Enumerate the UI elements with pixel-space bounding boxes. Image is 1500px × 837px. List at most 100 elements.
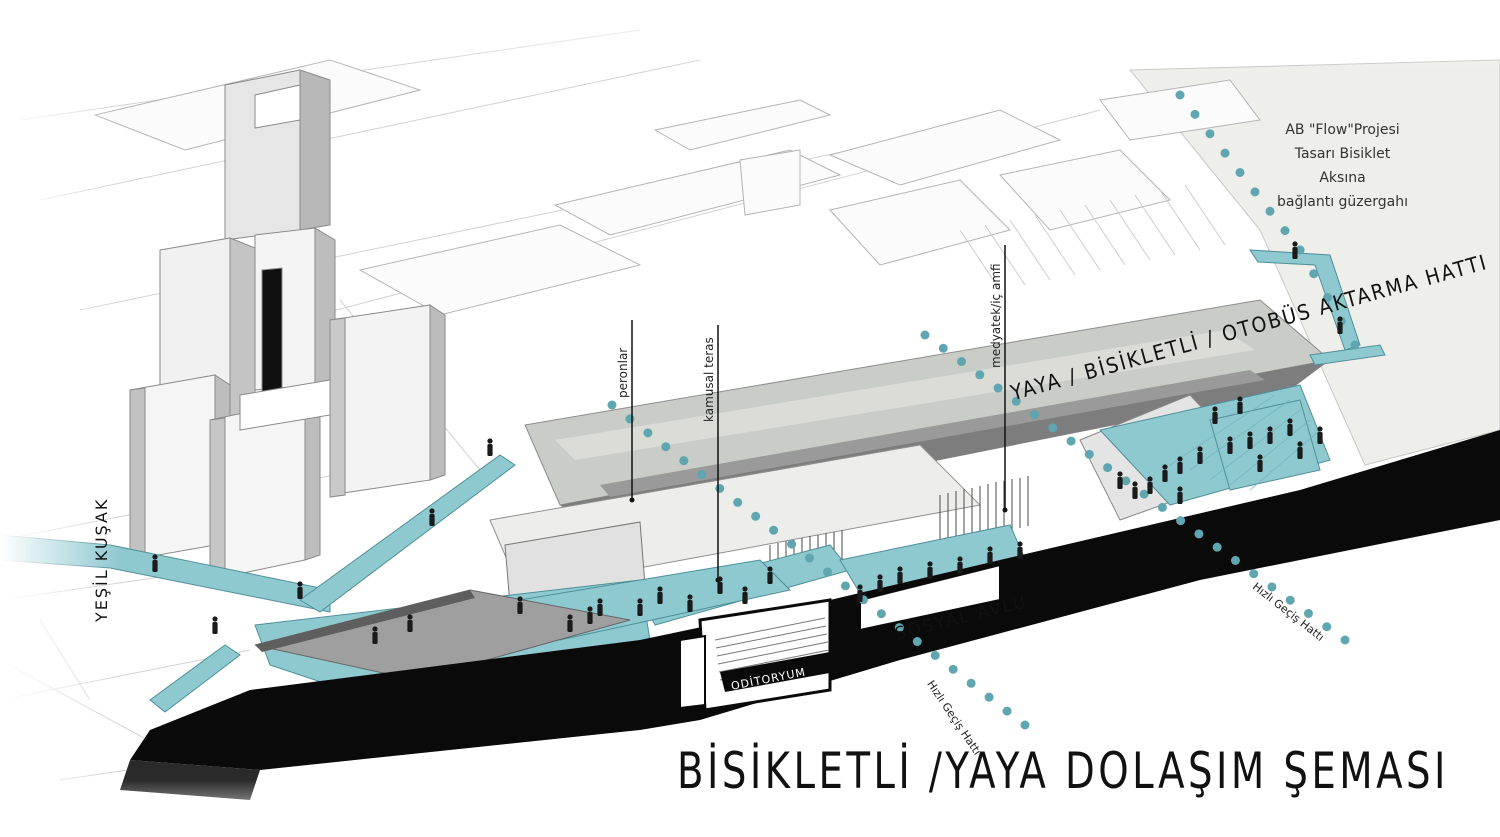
path-dot [930, 650, 940, 660]
path-dot [769, 525, 779, 535]
pedestrian-body [717, 582, 723, 594]
auditorium-label-plate [720, 652, 835, 692]
pedestrian-body [1147, 482, 1153, 494]
walkway-grid [1169, 394, 1319, 491]
pedestrian-head [957, 556, 963, 562]
path-dot [1002, 706, 1012, 716]
pedestrian-head [687, 594, 693, 600]
pedestrian-head [1337, 316, 1343, 322]
pedestrian-body [1317, 432, 1323, 444]
pedestrian-body [927, 567, 933, 579]
path-dot [661, 442, 671, 452]
pedestrian-body [1227, 442, 1233, 454]
path-dot [912, 637, 922, 647]
pedestrian-head [897, 566, 903, 572]
pedestrian-head [1017, 541, 1023, 547]
pedestrian-body [517, 602, 523, 614]
pedestrian-body [957, 562, 963, 574]
path-dot [1303, 608, 1313, 618]
pedestrian-body [742, 592, 748, 604]
pedestrian-body [1292, 247, 1298, 259]
pedestrian-head [1177, 456, 1183, 462]
pedestrian-head [637, 598, 643, 604]
path-dot [1175, 90, 1185, 100]
path-dot [697, 470, 707, 480]
path-dot [1322, 622, 1332, 632]
path-dot [822, 567, 832, 577]
path-dot [1350, 340, 1360, 350]
pedestrian-head [1177, 486, 1183, 492]
path-dot [1157, 502, 1167, 512]
pedestrian-body [429, 514, 435, 526]
note-line-3: Aksına [1319, 170, 1366, 186]
path-dot [993, 383, 1003, 393]
pedestrian-body [1132, 487, 1138, 499]
pedestrian-head [877, 574, 883, 580]
path-dot [1249, 569, 1259, 579]
pedestrian-head [767, 566, 773, 572]
path-dot [1011, 396, 1021, 406]
pedestrian-body [372, 632, 378, 644]
path-dot [1295, 245, 1305, 255]
path-dot [1194, 529, 1204, 539]
path-dot [1250, 187, 1260, 197]
pedestrian-head [1257, 454, 1263, 460]
pedestrian-body [1177, 492, 1183, 504]
pedestrian-body [152, 560, 158, 572]
pedestrian-body [567, 620, 573, 632]
path-dot [679, 456, 689, 466]
pedestrian-head [407, 614, 413, 620]
pedestrian-head [1317, 426, 1323, 432]
pedestrian-head [587, 606, 593, 612]
pedestrian-body [1267, 432, 1273, 444]
leader-lines [631, 245, 1006, 580]
path-dot [787, 539, 797, 549]
tower-cluster [129, 69, 446, 583]
pedestrian-head [1267, 426, 1273, 432]
path-dot [1265, 206, 1275, 216]
pedestrian-head [487, 438, 493, 444]
pedestrian-head [1297, 441, 1303, 447]
pedestrian-head [1132, 481, 1138, 487]
path-dot [876, 609, 886, 619]
label-kamusal-teras: kamusal teras [702, 337, 716, 422]
pedestrian-head [1162, 464, 1168, 470]
path-dot [805, 553, 815, 563]
pedestrian-body [1162, 470, 1168, 482]
pedestrian-body [212, 622, 218, 634]
path-dot [1267, 582, 1277, 592]
path-dot [1220, 148, 1230, 158]
label-medyatek: medyatek/iç amfi [989, 263, 1003, 368]
path-dot [1066, 436, 1076, 446]
pedestrian-body [637, 604, 643, 616]
pedestrian-body [587, 612, 593, 624]
pedestrian-body [877, 580, 883, 592]
note-line-1: AB "Flow"Projesi [1285, 122, 1400, 138]
pedestrian-head [212, 616, 218, 622]
path-dot [607, 400, 617, 410]
pedestrian-head [857, 584, 863, 590]
pedestrian-body [1247, 437, 1253, 449]
pedestrian-head [1237, 396, 1243, 402]
path-dot [957, 357, 967, 367]
path-dot [625, 414, 635, 424]
pedestrian-body [767, 572, 773, 584]
path-dot [894, 623, 904, 633]
flow-project-note: AB "Flow"Projesi Tasarı Bisiklet Aksına … [1277, 118, 1408, 214]
path-dot [984, 692, 994, 702]
pedestrian-head [987, 546, 993, 552]
pedestrian-head [372, 626, 378, 632]
pedestrian-body [1017, 547, 1023, 559]
pedestrian-body [897, 572, 903, 584]
pedestrians [152, 241, 1343, 644]
pedestrian-head [1292, 241, 1298, 247]
path-dot [1309, 269, 1319, 279]
pedestrian-head [1147, 476, 1153, 482]
pedestrian-body [1287, 424, 1293, 436]
path-dot [1084, 449, 1094, 459]
pedestrian-body [857, 590, 863, 602]
pedestrian-head [657, 586, 663, 592]
path-dot [840, 581, 850, 591]
pedestrian-body [1197, 452, 1203, 464]
